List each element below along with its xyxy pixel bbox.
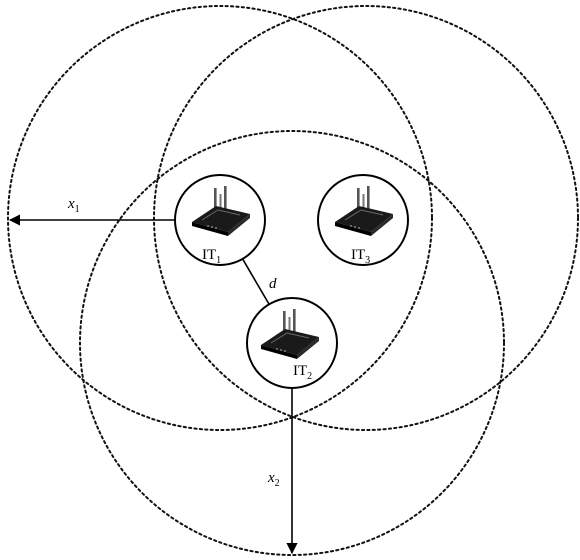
node-it2-label: IT2 xyxy=(293,363,312,382)
range-circle-it1 xyxy=(7,5,433,431)
node-it2: IT2 xyxy=(246,297,338,389)
node-it1: IT1 xyxy=(174,174,266,266)
node-it3-label: IT3 xyxy=(351,247,370,266)
node-it3: IT3 xyxy=(317,174,409,266)
x2-label: x2 xyxy=(267,470,280,489)
x1-label: x1 xyxy=(67,196,80,215)
node-it1-label: IT1 xyxy=(202,247,221,266)
range-circle-it3 xyxy=(153,5,579,431)
range-circle-it2 xyxy=(79,130,505,556)
distance-label: d xyxy=(269,276,277,292)
